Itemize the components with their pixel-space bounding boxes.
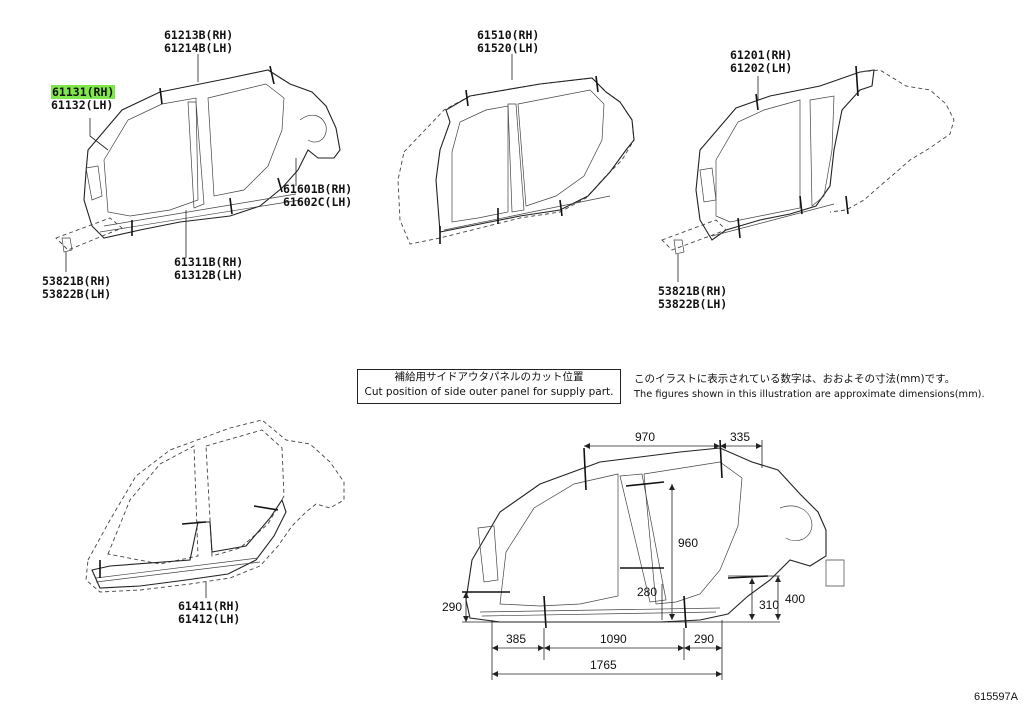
dimension-290-bottom: 290 [694, 632, 715, 646]
callout-61311b: 61311B(RH) 61312B(LH) [174, 256, 243, 282]
callout-61213b: 61213B(RH) 61214B(LH) [164, 29, 233, 55]
cut-position-note-en: Cut position of side outer panel for sup… [364, 386, 614, 398]
dimension-335: 335 [730, 430, 751, 444]
part-number-lh[interactable]: 61602C(LH) [283, 195, 353, 209]
part-number-rh[interactable]: 61213B(RH) [164, 28, 234, 42]
part-number-rh[interactable]: 61201(RH) [730, 48, 793, 62]
part-number-lh[interactable]: 61214B(LH) [164, 41, 234, 55]
callout-61131: 61131(RH) 61132(LH) [51, 85, 116, 112]
part-number-rh[interactable]: 53821B(RH) [42, 274, 112, 288]
callout-61411: 61411(RH) 61412(LH) [178, 600, 240, 626]
callout-53821b-right: 53821B(RH) 53822B(LH) [658, 285, 727, 311]
callout-53821b-left: 53821B(RH) 53822B(LH) [42, 275, 111, 301]
dimension-400: 400 [785, 592, 806, 606]
part-number-rh[interactable]: 61411(RH) [178, 599, 241, 613]
dimension-note-en: The figures shown in this illustration a… [634, 389, 985, 400]
panel-top-middle [397, 54, 635, 245]
dimension-960: 960 [678, 536, 699, 550]
part-number-lh[interactable]: 61132(LH) [51, 98, 114, 112]
part-number-rh[interactable]: 61311B(RH) [174, 255, 244, 269]
part-number-lh[interactable]: 53822B(LH) [658, 297, 728, 311]
part-number-rh[interactable]: 61601B(RH) [283, 182, 353, 196]
part-number-lh[interactable]: 61202(LH) [730, 61, 793, 75]
dimension-note-ja: このイラストに表示されている数字は、おおよその寸法(mm)です。 [634, 373, 956, 385]
callout-61510: 61510(RH) 61520(LH) [477, 29, 539, 55]
part-number-lh[interactable]: 61412(LH) [178, 612, 241, 626]
dimension-280: 280 [637, 585, 658, 599]
part-number-lh[interactable]: 53822B(LH) [42, 287, 112, 301]
cut-position-note-ja: 補給用サイドアウタパネルのカット位置 [394, 371, 584, 383]
dimension-310: 310 [759, 598, 780, 612]
panel-top-left [55, 54, 341, 272]
callout-61201: 61201(RH) 61202(LH) [730, 49, 792, 75]
dimension-385: 385 [506, 632, 527, 646]
dimension-970: 970 [635, 430, 656, 444]
part-number-rh[interactable]: 61510(RH) [477, 28, 540, 42]
part-number-lh[interactable]: 61312B(LH) [174, 268, 244, 282]
part-number-rh[interactable]: 61131(RH) [51, 85, 116, 99]
dimension-290-left: 290 [442, 600, 463, 614]
dimension-1765: 1765 [590, 658, 617, 672]
part-number-rh[interactable]: 53821B(RH) [658, 284, 728, 298]
cut-position-note: 補給用サイドアウタパネルのカット位置 Cut position of side … [357, 369, 621, 404]
dimension-1090: 1090 [600, 632, 627, 646]
panel-bottom-right [462, 439, 845, 680]
part-number-lh[interactable]: 61520(LH) [477, 41, 540, 55]
callout-61601b: 61601B(RH) 61602C(LH) [283, 183, 352, 209]
panel-bottom-left [85, 419, 345, 598]
panel-top-right [661, 65, 955, 282]
figure-id: 615597A [973, 691, 1018, 703]
